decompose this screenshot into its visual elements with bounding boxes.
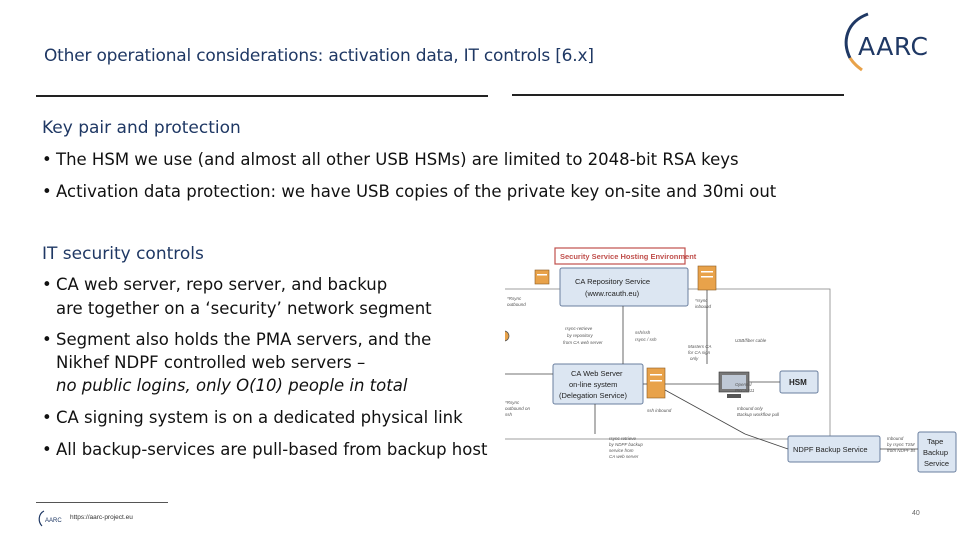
svg-text:for CA sign: for CA sign [688, 350, 711, 355]
svg-text:ssh inbound: ssh inbound [647, 408, 672, 413]
server-icon [646, 367, 666, 399]
title-underline-right [512, 94, 844, 96]
signing-computer-icon [718, 371, 750, 398]
footer-aarc-logo-icon: AARC [38, 510, 62, 527]
svg-text:CA web server: CA web server [609, 454, 639, 459]
footer-url-link[interactable]: https://aarc-project.eu [70, 514, 133, 521]
bullet-continuation: Nikhef NDPF controlled web servers – [56, 353, 366, 372]
svg-text:service from: service from [609, 448, 634, 453]
aarc-logo-arc-icon [844, 12, 869, 72]
tape-backup-label: Backup [923, 448, 948, 457]
svg-text:Masters CA: Masters CA [688, 344, 712, 349]
web-server-label: CA Web Server [571, 369, 623, 378]
bullet-item: •The HSM we use (and almost all other US… [42, 150, 739, 169]
svg-text:only: only [690, 356, 699, 361]
footer-rule [36, 502, 168, 503]
environment-label: Security Service Hosting Environment [560, 252, 697, 261]
svg-text:rsync / ssh: rsync / ssh [635, 337, 657, 342]
svg-text:outbound: outbound [507, 302, 526, 307]
web-server-sub2: (Delegation Service) [559, 391, 627, 400]
section-heading-it-security: IT security controls [42, 244, 204, 264]
svg-text:Inbound only: Inbound only [737, 406, 764, 411]
environment-label-box [554, 247, 686, 265]
tape-backup-label: Service [924, 459, 949, 468]
svg-text:PKCS#11: PKCS#11 [735, 388, 755, 393]
section-heading-key-pair: Key pair and protection [42, 118, 241, 138]
svg-text:Backup workflow pull: Backup workflow pull [737, 412, 780, 417]
security-architecture-diagram: Security Service Hosting Environment CA … [505, 247, 957, 473]
svg-text:rsync retrieve: rsync retrieve [609, 436, 637, 441]
svg-text:outbound on: outbound on [505, 406, 531, 411]
bullet-item: •CA signing system is on a dedicated phy… [42, 408, 463, 427]
server-icon [534, 269, 550, 285]
page-number: 40 [912, 510, 920, 517]
bullet-item: •Segment also holds the PMA servers, and… [42, 330, 432, 349]
svg-text:Inbound: Inbound [887, 436, 904, 441]
backup-service-label: NDPF Backup Service [793, 445, 868, 454]
bullet-item: •Activation data protection: we have USB… [42, 182, 777, 201]
repository-service-box [559, 267, 689, 307]
title-underline-left [36, 95, 488, 97]
svg-text:from NDPF bs: from NDPF bs [887, 448, 916, 453]
svg-text:from CA web server: from CA web server [563, 340, 603, 345]
svg-text:*rsync: *rsync [695, 298, 708, 303]
repository-service-url: (www.rcauth.eu) [585, 289, 640, 298]
svg-text:by repository: by repository [567, 333, 594, 338]
svg-text:AARC: AARC [45, 518, 62, 524]
repository-service-label: CA Repository Service [575, 277, 650, 286]
bullet-continuation: are together on a ‘security’ network seg… [56, 299, 432, 318]
connector-lines [505, 290, 918, 450]
web-server-sub: on-line system [569, 380, 617, 389]
bullet-item: •CA web server, repo server, and backup [42, 275, 388, 294]
aarc-logo: AARC [836, 12, 946, 72]
svg-text:USB/fiber cable: USB/fiber cable [735, 338, 767, 343]
slide-title: Other operational considerations: activa… [44, 46, 594, 66]
svg-text:by NDPF backup: by NDPF backup [609, 442, 643, 447]
svg-text:inbound: inbound [695, 304, 712, 309]
svg-text:ssh: ssh [505, 412, 513, 417]
bullet-item: •All backup-services are pull-based from… [42, 440, 488, 459]
diagram-annotations: *Rsync outbound *rsync inbound rsync-ret… [505, 296, 916, 459]
aarc-logo-text: AARC [858, 32, 929, 61]
svg-text:Openssl: Openssl [735, 382, 753, 387]
users-icon [505, 330, 510, 342]
svg-text:*Rsync: *Rsync [507, 296, 522, 301]
svg-text:by rsync TSM: by rsync TSM [887, 442, 915, 447]
hsm-label: HSM [789, 378, 807, 387]
svg-text:*Rsync: *Rsync [505, 400, 520, 405]
svg-text:ssh/ssh: ssh/ssh [635, 330, 651, 335]
bullet-continuation-italic: no public logins, only O(10) people in t… [56, 376, 408, 395]
tape-backup-label: Tape [927, 437, 943, 446]
server-icon [697, 265, 717, 291]
svg-text:rsync-retrieve: rsync-retrieve [565, 326, 593, 331]
tape-backup-box [917, 431, 957, 473]
